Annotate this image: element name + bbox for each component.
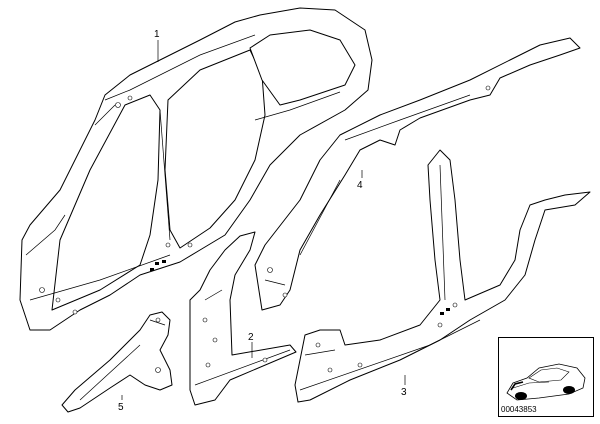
side-frame-right-part[interactable] <box>294 149 591 403</box>
sill-front-part[interactable] <box>189 231 297 406</box>
side-frame-rear-part[interactable] <box>254 37 581 311</box>
callout-5: 5 <box>118 402 124 413</box>
car-icon <box>506 363 586 401</box>
callout-1: 1 <box>154 29 160 40</box>
callout-3: 3 <box>401 387 407 398</box>
side-frame-left-part[interactable] <box>19 7 373 331</box>
bracket-part[interactable] <box>61 311 173 413</box>
vehicle-thumbnail <box>498 337 594 417</box>
image-code: 00043853 <box>500 405 538 414</box>
callout-2: 2 <box>248 332 254 343</box>
callout-4: 4 <box>357 180 363 191</box>
